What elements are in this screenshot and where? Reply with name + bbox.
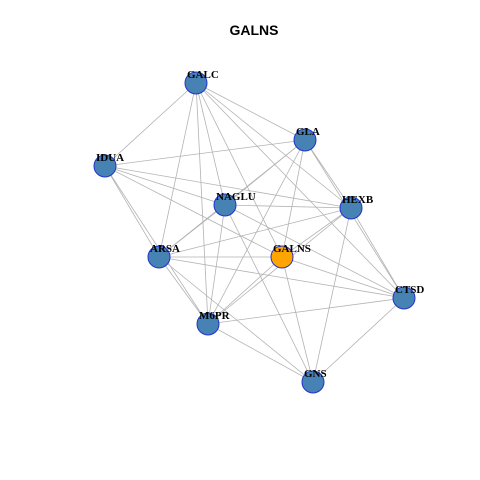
edge-gla-ctsd xyxy=(304,139,405,299)
node-label-hexb: HEXB xyxy=(342,194,374,206)
node-naglu[interactable] xyxy=(213,193,237,217)
edge-hexb-arsa xyxy=(158,207,352,258)
edge-gla-idua xyxy=(104,139,306,167)
node-label-gns: GNS xyxy=(304,368,327,380)
edge-galc-idua xyxy=(104,82,197,167)
edge-hexb-gns xyxy=(312,207,352,383)
node-layer xyxy=(93,71,416,394)
node-ctsd[interactable] xyxy=(392,286,416,310)
edge-idua-naglu xyxy=(104,165,226,206)
edge-naglu-m6pr xyxy=(207,204,226,325)
edge-galns-m6pr xyxy=(207,256,283,325)
edge-galc-naglu xyxy=(195,82,226,206)
edge-galc-arsa xyxy=(158,82,197,258)
node-label-galc: GALC xyxy=(187,69,219,81)
edge-gla-hexb xyxy=(304,139,352,209)
node-label-gla: GLA xyxy=(296,126,320,138)
edge-galns-ctsd xyxy=(281,256,405,299)
edge-naglu-arsa xyxy=(158,204,226,258)
edge-hexb-ctsd xyxy=(350,207,405,299)
node-label-idua: IDUA xyxy=(96,152,124,164)
edge-layer xyxy=(104,82,405,383)
edge-galc-hexb xyxy=(195,82,352,209)
edge-galc-galns xyxy=(195,82,283,258)
edge-galc-m6pr xyxy=(195,82,209,325)
edge-m6pr-ctsd xyxy=(207,297,405,325)
node-label-m6pr: M6PR xyxy=(199,310,231,322)
edge-galns-gns xyxy=(281,256,314,383)
node-label-arsa: ARSA xyxy=(150,243,180,255)
edge-idua-arsa xyxy=(104,165,160,258)
edge-galc-gla xyxy=(195,82,306,141)
label-layer: GALC GLA IDUA NAGLU HEXB ARSA GALNS CTSD M6PR GNS xyxy=(96,69,424,380)
diagram-title: GALNS xyxy=(230,22,279,38)
node-galns[interactable] xyxy=(270,245,294,269)
edge-arsa-gns xyxy=(158,256,314,383)
edge-arsa-ctsd xyxy=(158,256,405,299)
edge-hexb-galns xyxy=(281,207,352,258)
edge-idua-hexb xyxy=(104,165,352,209)
edge-naglu-gns xyxy=(224,204,314,383)
node-gns[interactable] xyxy=(301,370,325,394)
edge-arsa-m6pr xyxy=(158,256,209,325)
edge-naglu-hexb xyxy=(224,204,352,209)
edge-m6pr-gns xyxy=(207,323,314,383)
node-gla[interactable] xyxy=(293,128,317,152)
edge-naglu-ctsd xyxy=(224,204,405,299)
node-m6pr[interactable] xyxy=(196,312,220,336)
node-idua[interactable] xyxy=(93,154,117,178)
node-label-galns: GALNS xyxy=(273,243,311,255)
node-hexb[interactable] xyxy=(339,196,363,220)
edge-galc-ctsd xyxy=(195,82,405,299)
node-arsa[interactable] xyxy=(147,245,171,269)
edge-idua-galns xyxy=(104,165,283,258)
edge-ctsd-gns xyxy=(312,297,405,383)
node-label-naglu: NAGLU xyxy=(216,191,256,203)
node-label-ctsd: CTSD xyxy=(395,284,424,296)
edge-idua-m6pr xyxy=(104,165,209,325)
node-galc[interactable] xyxy=(184,71,208,95)
